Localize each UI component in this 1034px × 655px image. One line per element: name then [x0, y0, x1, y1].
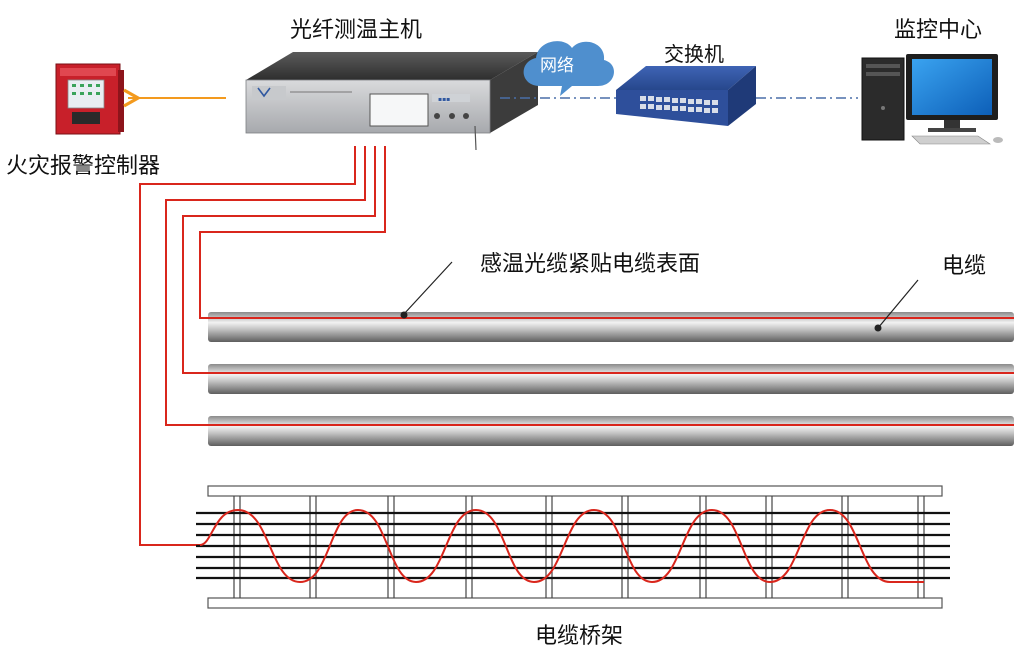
switch-label: 交换机	[664, 42, 724, 66]
cable-leader	[874, 279, 919, 332]
cable-2	[208, 364, 1014, 394]
tray-label: 电缆桥架	[535, 624, 624, 649]
fire-alarm-panel-icon	[55, 63, 124, 135]
sensor-note-leader	[400, 261, 453, 319]
rack-host-icon: ▪▪▪	[245, 52, 538, 151]
alarm-label: 火灾报警控制器	[6, 154, 161, 179]
cable-label: 电缆	[942, 254, 987, 279]
sensing-fibers	[139, 146, 386, 546]
cable-tray	[196, 485, 950, 609]
svg-text:▪▪▪: ▪▪▪	[438, 96, 450, 103]
cloud-icon: 网络	[523, 41, 615, 96]
desktop-computer-icon	[861, 54, 1003, 145]
monitor-label: 监控中心	[894, 18, 983, 43]
tray-fiber-wave	[199, 508, 924, 584]
cable-1	[208, 312, 1014, 342]
cable-3	[208, 416, 1014, 446]
network-switch-icon	[616, 66, 756, 126]
host-label: 光纤测温主机	[290, 18, 423, 43]
sensor-note-label: 感温光缆紧贴电缆表面	[480, 252, 701, 277]
network-label: 网络	[540, 56, 574, 76]
